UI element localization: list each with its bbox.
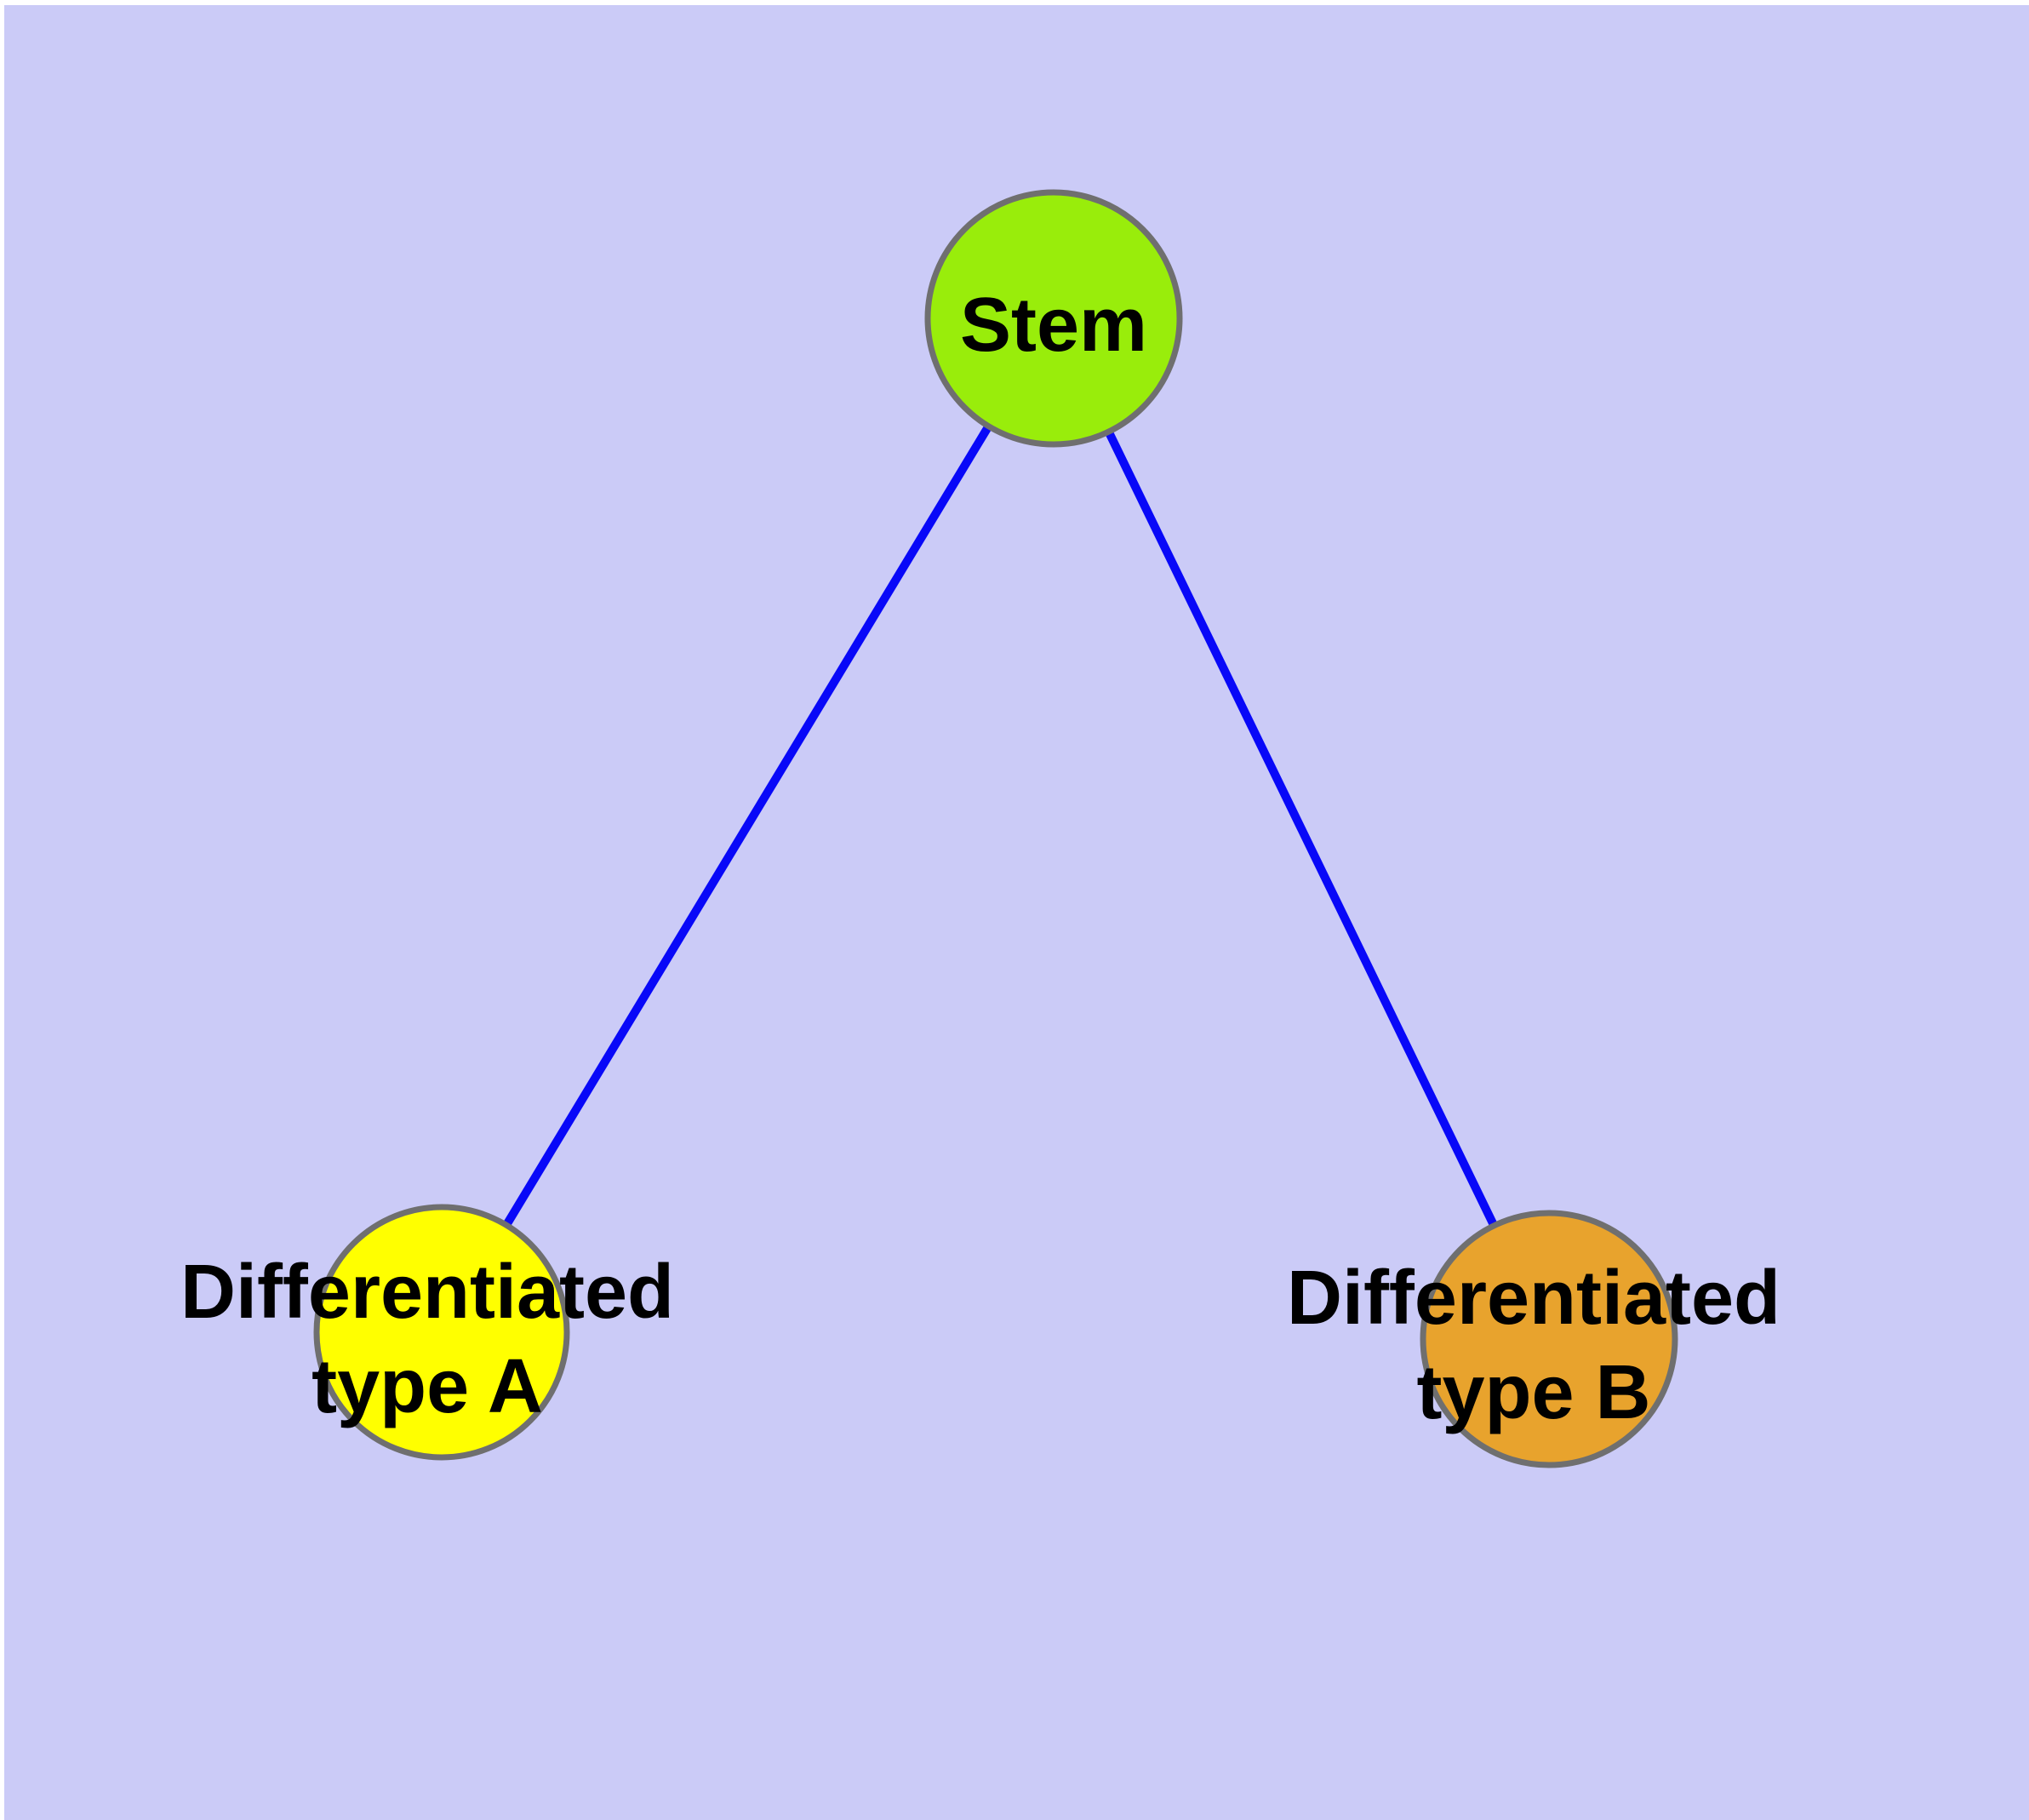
type-a-label-line2: type A — [311, 1344, 543, 1429]
stem-node — [924, 189, 1183, 448]
edge-stem-to-type-a — [437, 316, 1058, 1335]
type-b-label-line2: type B — [1416, 1350, 1650, 1435]
type-b-label-line1: Differentiated — [1287, 1256, 1780, 1341]
type-a-label-line1: Differentiated — [180, 1250, 674, 1335]
differentiated-type-b-node — [1420, 1210, 1678, 1468]
differentiated-type-a-node — [313, 1204, 570, 1461]
edge-stem-to-type-b — [1049, 316, 1553, 1342]
stem-node-label: Stem — [960, 283, 1147, 368]
